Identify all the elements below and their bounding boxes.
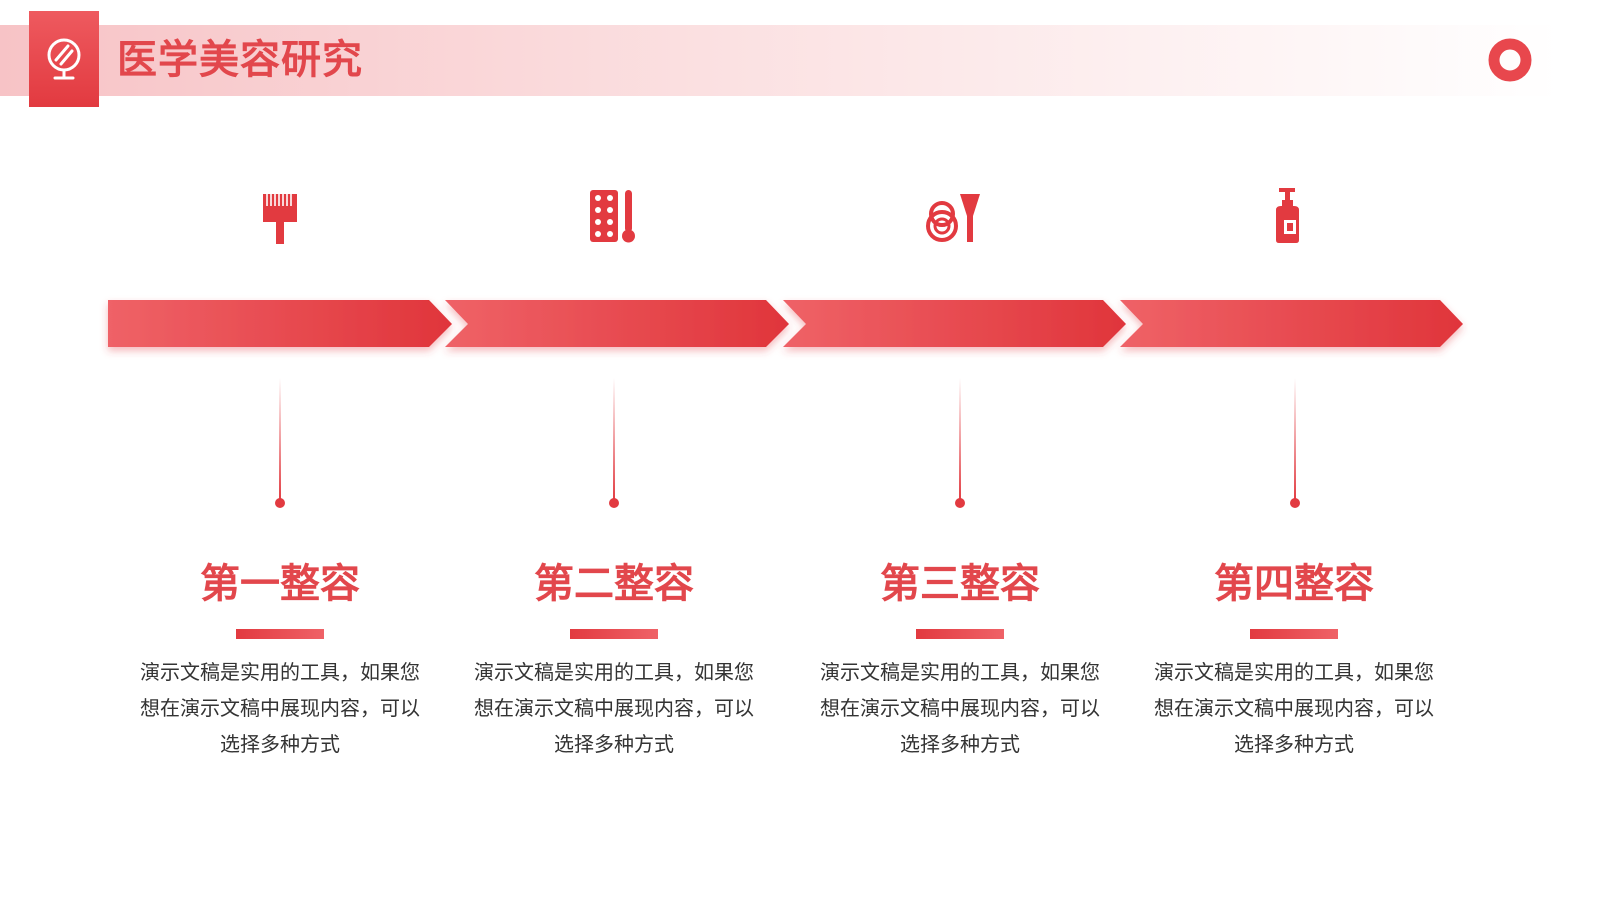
connector-dot: [609, 498, 619, 508]
stage-title-2: 第二整容: [534, 561, 694, 607]
page-title: 医学美容研究: [117, 37, 363, 83]
connector-dot: [955, 498, 965, 508]
stage-title-3: 第三整容: [880, 561, 1040, 607]
stage-underline-3: [916, 629, 1004, 639]
stage-underline-4: [1250, 629, 1338, 639]
connector-line: [1294, 378, 1296, 502]
logo-box: [29, 11, 99, 107]
header-band: [0, 25, 1560, 96]
mirror-icon: [47, 38, 81, 80]
stage-underline-1: [236, 629, 324, 639]
connector-line: [279, 378, 281, 502]
connector-line: [959, 378, 961, 502]
ring-icon: [1488, 38, 1532, 82]
timeline-arrows: [108, 300, 1463, 347]
connector-line: [613, 378, 615, 502]
stage-desc-1: 演示文稿是实用的工具，如果您想在演示文稿中展现内容，可以选择多种方式: [140, 660, 420, 756]
stage-title-4: 第四整容: [1214, 561, 1374, 607]
connector-dot: [1290, 498, 1300, 508]
stage-desc-2: 演示文稿是实用的工具，如果您想在演示文稿中展现内容，可以选择多种方式: [474, 660, 754, 756]
stage-desc-3: 演示文稿是实用的工具，如果您想在演示文稿中展现内容，可以选择多种方式: [820, 660, 1100, 756]
connector-dot: [275, 498, 285, 508]
timeline-arrow-4: [1120, 300, 1463, 347]
lotion-bottle-icon: [1276, 188, 1299, 243]
timeline-arrow-1: [108, 300, 452, 347]
brush-icon: [263, 194, 297, 244]
compact-brush-icon: [926, 194, 980, 242]
timeline-arrow-3: [783, 300, 1126, 347]
stage-desc-4: 演示文稿是实用的工具，如果您想在演示文稿中展现内容，可以选择多种方式: [1154, 660, 1434, 756]
stage-underline-2: [570, 629, 658, 639]
pills-thermometer-icon: [590, 190, 635, 243]
stage-title-1: 第一整容: [200, 561, 360, 607]
timeline-arrow-2: [445, 300, 789, 347]
